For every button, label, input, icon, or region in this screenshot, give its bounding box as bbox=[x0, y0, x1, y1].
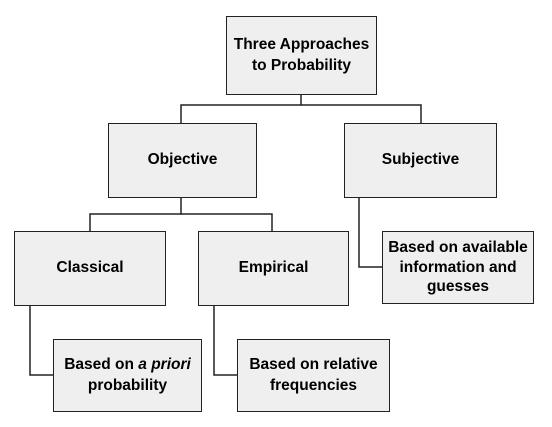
subjective-node: Subjective bbox=[344, 123, 497, 198]
empirical-note: Based on relative frequencies bbox=[237, 339, 390, 412]
connector-objective bbox=[89, 198, 182, 231]
empirical-label: Empirical bbox=[238, 259, 309, 277]
root-label-line1: Three Approaches bbox=[233, 36, 370, 54]
classical-label: Classical bbox=[56, 259, 124, 277]
connector-root bbox=[180, 95, 302, 123]
classical-note-emph: a priori bbox=[138, 356, 191, 374]
subjective-note: Based on available information and guess… bbox=[382, 231, 534, 304]
subjective-note-line3: guesses bbox=[426, 278, 490, 296]
empirical-node: Empirical bbox=[198, 231, 349, 306]
subjective-label: Subjective bbox=[381, 151, 460, 169]
classical-note-line1: Based on a priori bbox=[64, 355, 191, 375]
connector-root-subjective bbox=[301, 104, 422, 123]
connector-empirical-note bbox=[213, 306, 237, 376]
root-label-line2: to Probability bbox=[251, 56, 352, 74]
classical-note-prefix: Based on bbox=[64, 356, 139, 374]
connector-objective-empirical bbox=[181, 213, 273, 231]
objective-node: Objective bbox=[108, 123, 257, 198]
classical-node: Classical bbox=[14, 231, 166, 306]
subjective-note-line1: Based on available bbox=[388, 239, 528, 257]
classical-note: Based on a priori probability bbox=[53, 339, 202, 412]
subjective-note-line2: information and bbox=[399, 258, 517, 276]
connector-subjective-note bbox=[358, 198, 382, 268]
objective-label: Objective bbox=[147, 151, 218, 169]
root-node: Three Approaches to Probability bbox=[226, 16, 377, 95]
empirical-note-line2: frequencies bbox=[269, 376, 357, 394]
empirical-note-line1: Based on relative bbox=[249, 356, 378, 374]
connector-classical-note bbox=[29, 306, 53, 376]
classical-note-line2: probability bbox=[87, 376, 168, 394]
